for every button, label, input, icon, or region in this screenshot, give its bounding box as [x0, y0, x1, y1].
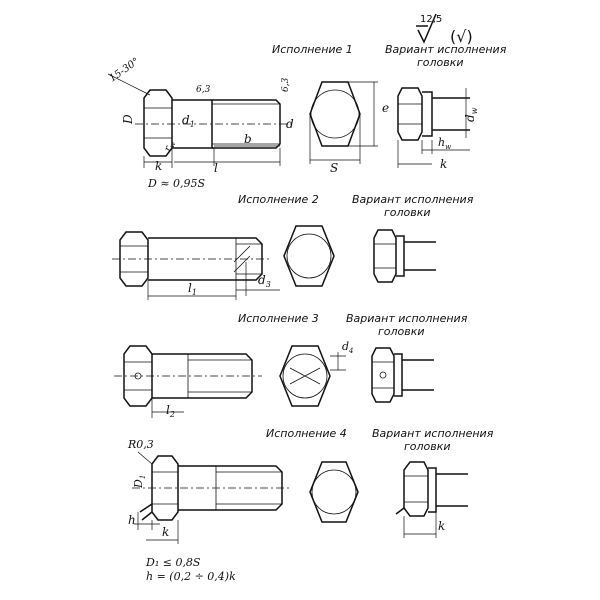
roughness-symbol: 12,5 (√) — [416, 13, 473, 46]
head-variant-4-line2: головки — [404, 440, 451, 453]
formula-D1: D₁ ≤ 0,8S — [145, 556, 201, 569]
head-variant-1-line1: Вариант исполнения — [385, 43, 507, 56]
hex-2-end-view — [283, 225, 335, 287]
bolt-2-side-view: l1 d3 — [112, 231, 280, 300]
head-variant-3-side — [371, 347, 434, 403]
label-d3: d3 — [258, 273, 271, 289]
head-variant-2-line2: головки — [384, 206, 431, 219]
hex-1-end-view: S e — [309, 81, 389, 175]
label-b: b — [244, 132, 252, 146]
label-k4-hv: k — [438, 519, 445, 533]
label-d: d — [286, 117, 294, 131]
label-D1: D1 — [132, 475, 147, 489]
label-d4: d4 — [342, 340, 354, 355]
bolt-1-dimensions: 15-30° D d1 6,3 6,3 d b l k rw — [107, 56, 294, 175]
head-variant-4-side: k — [395, 461, 468, 538]
bolt-3-side-view: l2 — [114, 345, 262, 419]
label-63-b: 6,3 — [281, 77, 291, 92]
head-variant-3-line1: Вариант исполнения — [346, 312, 468, 325]
head-variant-1-side: dw hw k — [397, 87, 479, 171]
label-63-a: 6,3 — [196, 85, 211, 95]
roughness-bracket: (√) — [450, 27, 473, 46]
hex-3-end-view: d4 — [279, 340, 354, 407]
bolt-1-side-view — [135, 89, 292, 157]
head-variant-3-line2: головки — [378, 325, 425, 338]
variant-4-title: Исполнение 4 — [266, 427, 347, 440]
roughness-value: 12,5 — [420, 14, 442, 25]
label-hw: hw — [438, 136, 451, 151]
bolt-4-side-view: R0,3 D1 h k — [127, 438, 292, 544]
label-D: D — [121, 114, 135, 125]
head-variant-2-line1: Вариант исполнения — [352, 193, 474, 206]
label-h: h — [128, 513, 136, 527]
label-d1: d1 — [182, 113, 195, 129]
label-k-hv: k — [440, 157, 447, 171]
label-k4: k — [162, 525, 169, 539]
label-rw: rw — [162, 139, 177, 153]
label-R: R0,3 — [127, 438, 154, 451]
label-l1: l1 — [188, 281, 197, 297]
check-mark-icon — [416, 13, 437, 44]
label-s: S — [330, 161, 338, 175]
label-dw: dw — [463, 107, 479, 122]
angle-label: 15-30° — [107, 56, 141, 84]
head-variant-4-line1: Вариант исполнения — [372, 427, 494, 440]
variant-3-title: Исполнение 3 — [238, 312, 319, 325]
variant-1-title: Исполнение 1 — [272, 43, 353, 56]
head-variant-2-side — [373, 229, 436, 283]
formula-h: h = (0,2 ÷ 0,4)k — [146, 570, 236, 583]
label-e: e — [382, 101, 389, 115]
variant-2-title: Исполнение 2 — [238, 193, 319, 206]
formula-D-approx: D ≈ 0,95S — [147, 177, 206, 190]
label-l2: l2 — [166, 403, 175, 419]
label-k: k — [155, 159, 162, 173]
label-l: l — [214, 161, 218, 175]
hex-4-end-view — [309, 461, 359, 523]
head-variant-1-line2: головки — [417, 56, 464, 69]
